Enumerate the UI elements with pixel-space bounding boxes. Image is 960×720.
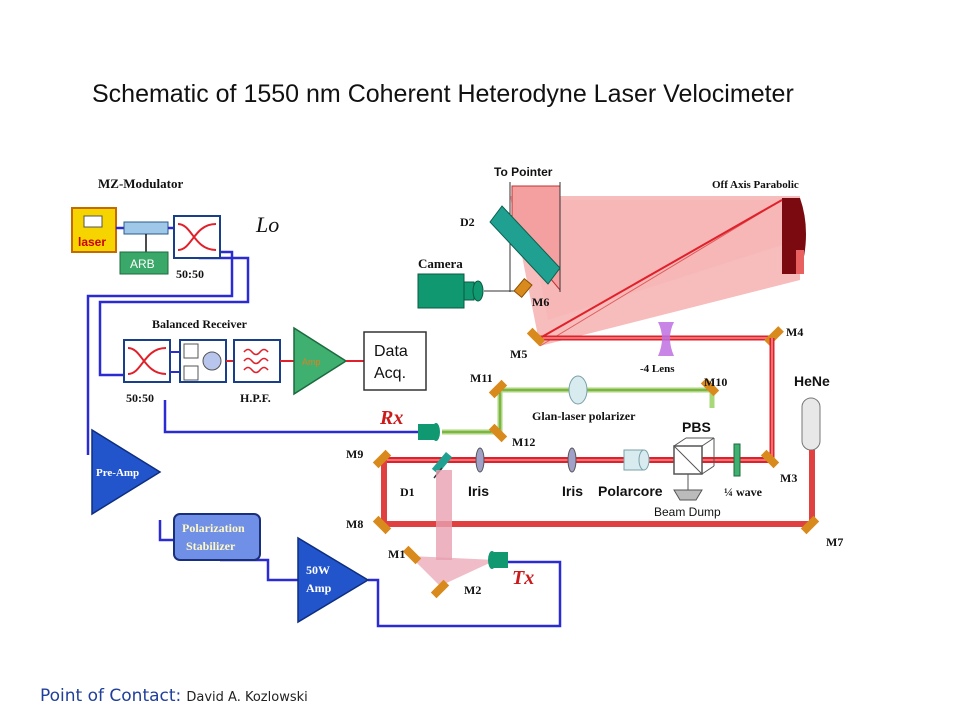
- polarcore: [623, 449, 650, 471]
- camera: [417, 273, 484, 309]
- to-pointer-label: To Pointer: [494, 165, 553, 179]
- data-acq-line2: Acq.: [374, 365, 406, 382]
- mirror-m4: [764, 326, 784, 346]
- pre-amp-label: Pre-Amp: [96, 467, 139, 479]
- off-axis-parabolic-mirror: [782, 198, 806, 274]
- m1-label: M1: [388, 547, 405, 561]
- glan-laser-polarizer: [568, 375, 588, 405]
- polarization-stabilizer: Polarization Stabilizer: [173, 513, 261, 561]
- page-title: Schematic of 1550 nm Coherent Heterodyne…: [92, 80, 794, 108]
- pbs-cube: [673, 437, 715, 475]
- mirror-m1: [402, 545, 422, 565]
- mirror-m5: [526, 327, 546, 347]
- mirror-m6: [513, 277, 533, 299]
- iris-1: [475, 447, 485, 473]
- iris2-label: Iris: [562, 483, 583, 499]
- d2-label: D2: [460, 215, 475, 229]
- d1-label: D1: [400, 485, 415, 499]
- mirror-m11: [488, 379, 508, 399]
- arb-generator: ARB: [119, 251, 169, 275]
- arb-label: ARB: [130, 257, 155, 271]
- pol-stab-line2: Stabilizer: [186, 539, 236, 553]
- rx-collimator: [418, 423, 440, 441]
- off-axis-parabolic-label: Off Axis Parabolic: [712, 179, 799, 191]
- rx-label: Rx: [379, 407, 403, 429]
- lens-label: -4 Lens: [640, 363, 675, 375]
- amp50-line2: Amp: [306, 581, 332, 595]
- mirror-m3: [760, 449, 780, 469]
- lo-label: Lo: [255, 212, 279, 237]
- iris1-label: Iris: [468, 483, 489, 499]
- mz-modulator-label: MZ-Modulator: [98, 176, 183, 191]
- laser-source: laser: [71, 207, 117, 253]
- m11-label: M11: [470, 371, 493, 385]
- pol-stab-line1: Polarization: [182, 521, 245, 535]
- footer: Point of Contact: David A. Kozlowski: [40, 686, 308, 706]
- pre-amp: Pre-Amp: [91, 428, 162, 516]
- mirror-m10: [700, 377, 720, 397]
- m9-label: M9: [346, 447, 363, 461]
- contact-name: David A. Kozlowski: [186, 690, 308, 705]
- tx-beam-fan: [410, 470, 496, 586]
- negative-lens: [658, 322, 674, 356]
- photodetector-pair: [179, 339, 227, 383]
- coupler-top: [173, 215, 221, 259]
- mirror-m2: [430, 579, 450, 599]
- split-top-label: 50:50: [176, 267, 204, 281]
- split-bottom-label: 50:50: [126, 391, 154, 405]
- hpf-filter: [233, 339, 281, 383]
- modulator-crystal: [123, 221, 169, 235]
- amp-50w: 50W Amp: [297, 536, 370, 624]
- d2-dichroic: [489, 205, 561, 285]
- m6-label: M6: [532, 295, 549, 309]
- mirror-m9: [372, 449, 392, 469]
- tx-collimator: [488, 551, 508, 569]
- m5-label: M5: [510, 347, 527, 361]
- beam-dump-label: Beam Dump: [654, 505, 721, 519]
- mirror-m12: [488, 423, 508, 443]
- coupler-bottom: [123, 339, 171, 383]
- mirror-m7: [800, 515, 820, 535]
- m12-label: M12: [512, 435, 535, 449]
- data-acquisition: Data Acq.: [363, 331, 427, 391]
- amp-label: Amp: [302, 357, 321, 367]
- camera-label: Camera: [418, 256, 463, 271]
- balanced-receiver-label: Balanced Receiver: [152, 317, 248, 331]
- glan-label: Glan-laser polarizer: [532, 409, 636, 423]
- m8-label: M8: [346, 517, 363, 531]
- m2-label: M2: [464, 583, 481, 597]
- amp50-line1: 50W: [306, 563, 330, 577]
- laser-label: laser: [78, 235, 106, 249]
- data-acq-line1: Data: [374, 343, 408, 360]
- m4-label: M4: [786, 325, 803, 339]
- beam-dump: [673, 474, 703, 501]
- m10-label: M10: [704, 375, 727, 389]
- polarcore-label: Polarcore: [598, 483, 663, 499]
- hene-laser: [801, 397, 821, 451]
- quarter-wave-plate: [733, 443, 741, 477]
- hene-label: HeNe: [794, 373, 830, 389]
- tx-label: Tx: [512, 567, 534, 589]
- m3-label: M3: [780, 471, 797, 485]
- m7-label: M7: [826, 535, 843, 549]
- quarter-wave-label: ¼ wave: [724, 485, 763, 499]
- pbs-label: PBS: [682, 419, 711, 435]
- hpf-label: H.P.F.: [240, 391, 271, 405]
- iris-2: [567, 447, 577, 473]
- contact-label: Point of Contact:: [40, 686, 182, 706]
- mirror-m8: [372, 515, 392, 535]
- rf-amplifier: Amp: [293, 326, 348, 396]
